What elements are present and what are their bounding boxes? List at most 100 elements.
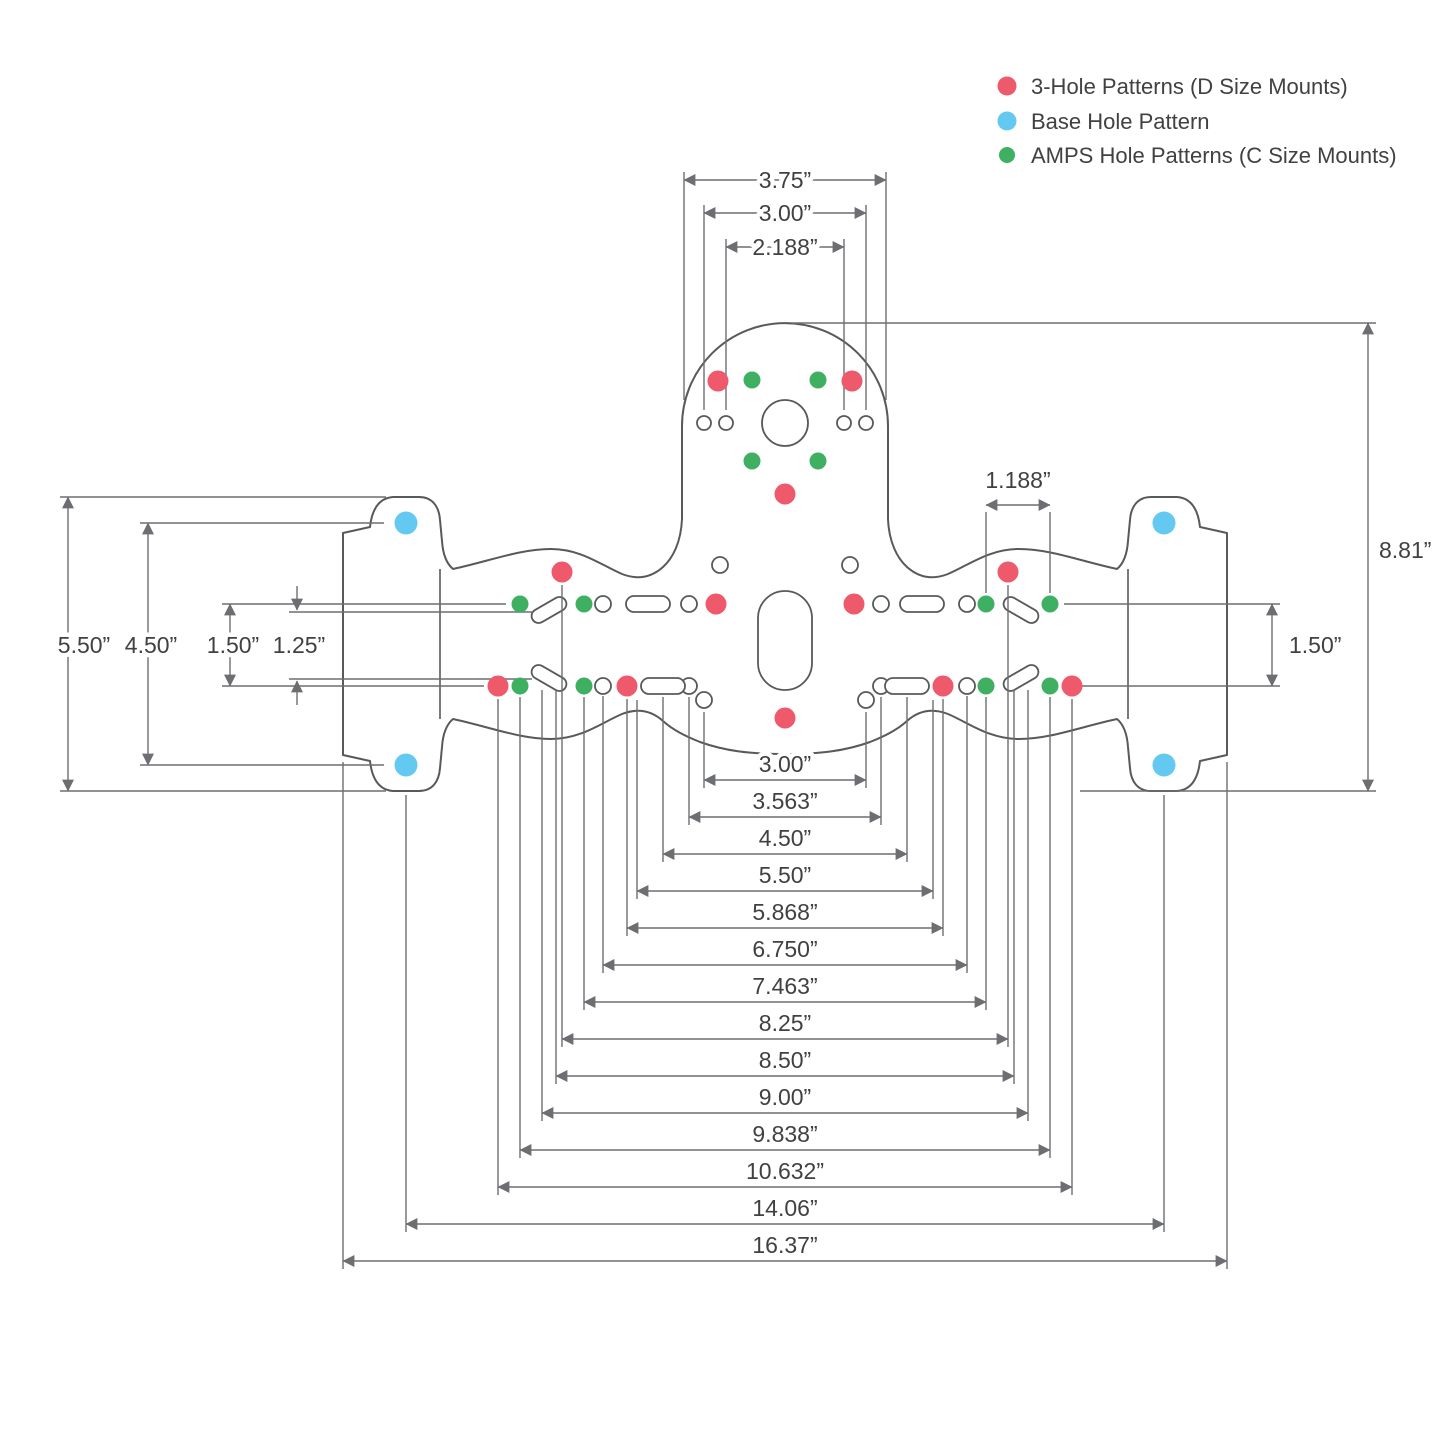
plate-slot	[530, 664, 568, 692]
dimension-label: 16.37”	[752, 1232, 817, 1258]
mounting-plate	[342, 322, 1228, 792]
amps-hole-marker	[575, 677, 593, 695]
amps-hole-markers	[511, 371, 1059, 695]
plate-hole	[696, 415, 712, 431]
dimension-label: 9.00”	[759, 1084, 811, 1110]
amps-hole-marker	[809, 371, 827, 389]
dim-top-3-75: 3.75”	[683, 163, 887, 400]
dim-bottom-9-838: 9.838”	[519, 697, 1051, 1158]
dimension-label: 6.750”	[752, 936, 817, 962]
dimension-label: 3.563”	[752, 788, 817, 814]
dim-bottom-7-463: 7.463”	[583, 697, 987, 1010]
base-hole-marker	[394, 753, 418, 777]
dim-bottom-6-750: 6.750”	[602, 696, 968, 973]
plate-outline	[342, 322, 1228, 792]
dim-bottom-9-00: 9.00”	[541, 690, 1029, 1121]
dimension-label: 8.81”	[1379, 537, 1431, 563]
d-hole-marker	[1061, 675, 1083, 697]
dimension-label: 1.188”	[985, 467, 1050, 493]
amps-hole-marker	[511, 595, 529, 613]
plate-hole	[857, 691, 875, 709]
dim-bottom-5-50: 5.50”	[636, 700, 934, 899]
dimension-label: 1.50”	[1289, 632, 1341, 658]
amps-hole-marker	[743, 452, 761, 470]
dim-bottom-3-00: 3.00”	[703, 712, 867, 788]
amps-hole-marker	[809, 452, 827, 470]
amps-legend-icon	[999, 147, 1015, 163]
base-hole-markers	[394, 511, 1176, 777]
d-hole-marker	[707, 370, 729, 392]
amps-hole-marker	[511, 677, 529, 695]
d-hole-marker	[932, 675, 954, 697]
d-hole-marker	[843, 593, 865, 615]
dimension-label: 10.632”	[746, 1158, 824, 1184]
center-oval-hole	[757, 590, 813, 691]
amps-hole-marker	[1041, 595, 1059, 613]
plate-hole	[872, 595, 890, 613]
plate-slot	[1002, 596, 1040, 624]
dimension-label: 5.50”	[58, 632, 110, 658]
dimension-label: 9.838”	[752, 1121, 817, 1147]
dim-bottom-4-50: 4.50”	[662, 697, 908, 862]
plate-slot	[530, 596, 568, 624]
d-hole-marker	[997, 561, 1019, 583]
d-hole-marker	[551, 561, 573, 583]
d-size-legend-icon	[997, 76, 1017, 96]
dimension-label: 14.06”	[752, 1195, 817, 1221]
dimension-label: 3.75”	[759, 167, 811, 193]
legend: 3-Hole Patterns (D Size Mounts) Base Hol…	[997, 74, 1397, 168]
d-hole-marker	[705, 593, 727, 615]
dimension-label: 7.463”	[752, 973, 817, 999]
d-size-hole-markers	[487, 370, 1083, 729]
dim-bottom-16-37: 16.37”	[342, 762, 1228, 1269]
dimension-label: 4.50”	[125, 632, 177, 658]
amps-hole-marker	[1041, 677, 1059, 695]
legend-label-base: Base Hole Pattern	[1031, 109, 1210, 134]
d-hole-marker	[774, 707, 796, 729]
plate-hole	[836, 415, 852, 431]
dim-left-1-25: 1.25”	[268, 586, 532, 705]
amps-hole-marker	[575, 595, 593, 613]
dim-bottom-8-25: 8.25”	[561, 585, 1009, 1047]
amps-hole-marker	[977, 677, 995, 695]
dim-bottom-8-50: 8.50”	[555, 690, 1015, 1084]
d-hole-marker	[487, 675, 509, 697]
plate-slot	[1002, 664, 1040, 692]
dim-right-1-50: 1.50”	[1064, 603, 1346, 687]
base-legend-icon	[997, 111, 1017, 131]
dimension-label: 3.00”	[759, 751, 811, 777]
plate-hole	[711, 556, 729, 574]
plate-hole	[680, 595, 698, 613]
dimension-label: 5.50”	[759, 862, 811, 888]
dimension-label: 1.50”	[207, 632, 259, 658]
plate-hole	[858, 415, 874, 431]
dimension-label: 1.25”	[273, 632, 325, 658]
dim-left-4-50: 4.50”	[120, 522, 384, 766]
amps-hole-marker	[743, 371, 761, 389]
base-hole-marker	[1152, 511, 1176, 535]
head-center-hole	[761, 399, 809, 447]
plate-holes	[530, 399, 1040, 709]
dimension-label: 8.25”	[759, 1010, 811, 1036]
dimension-label: 4.50”	[759, 825, 811, 851]
dim-bottom-3-563: 3.563”	[688, 697, 882, 825]
plate-hole	[958, 677, 976, 695]
plate-hole	[841, 556, 859, 574]
plate-hole	[718, 415, 734, 431]
dimension-label: 2.188”	[752, 234, 817, 260]
dim-left-5-50: 5.50”	[53, 496, 386, 792]
plate-hole	[695, 691, 713, 709]
plate-slot	[899, 595, 945, 613]
dim-upper-right-1-188: 1.188”	[981, 463, 1055, 593]
plate-slot	[884, 677, 930, 695]
dim-top-2-188: 2.188”	[725, 230, 845, 410]
dim-bottom-10-632: 10.632”	[497, 699, 1073, 1195]
d-hole-marker	[774, 483, 796, 505]
dimension-label: 8.50”	[759, 1047, 811, 1073]
legend-label-d-size: 3-Hole Patterns (D Size Mounts)	[1031, 74, 1348, 99]
dimension-label: 3.00”	[759, 200, 811, 226]
base-hole-marker	[1152, 753, 1176, 777]
dim-bottom-5-868: 5.868”	[626, 699, 944, 936]
